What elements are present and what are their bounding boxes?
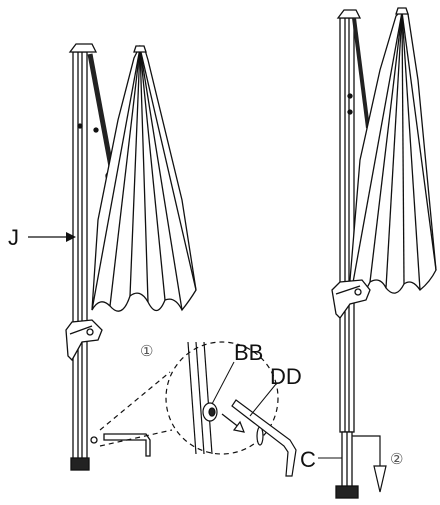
label-j: J — [8, 225, 19, 250]
bolt-detail — [202, 402, 218, 422]
right-pole — [335, 9, 362, 499]
right-canopy — [349, 7, 437, 294]
left-umbrella — [65, 43, 197, 471]
left-canopy — [91, 44, 197, 312]
right-umbrella — [331, 7, 437, 499]
leader-lines — [211, 361, 277, 417]
step-two-marker: ② — [390, 451, 403, 468]
left-pole-hole — [90, 436, 98, 444]
right-arm — [352, 17, 370, 129]
label-bb: BB — [234, 340, 263, 365]
right-crank-handle — [331, 279, 371, 320]
label-c: C — [300, 447, 316, 472]
left-crank-handle — [65, 319, 103, 362]
left-allen-key — [103, 433, 151, 457]
step-one-marker: ① — [140, 343, 153, 360]
pole-pointer-arrow — [28, 232, 76, 242]
detail-callout — [99, 341, 297, 477]
label-dd: DD — [270, 364, 302, 389]
left-pole — [68, 43, 98, 471]
down-arrow — [352, 435, 387, 493]
